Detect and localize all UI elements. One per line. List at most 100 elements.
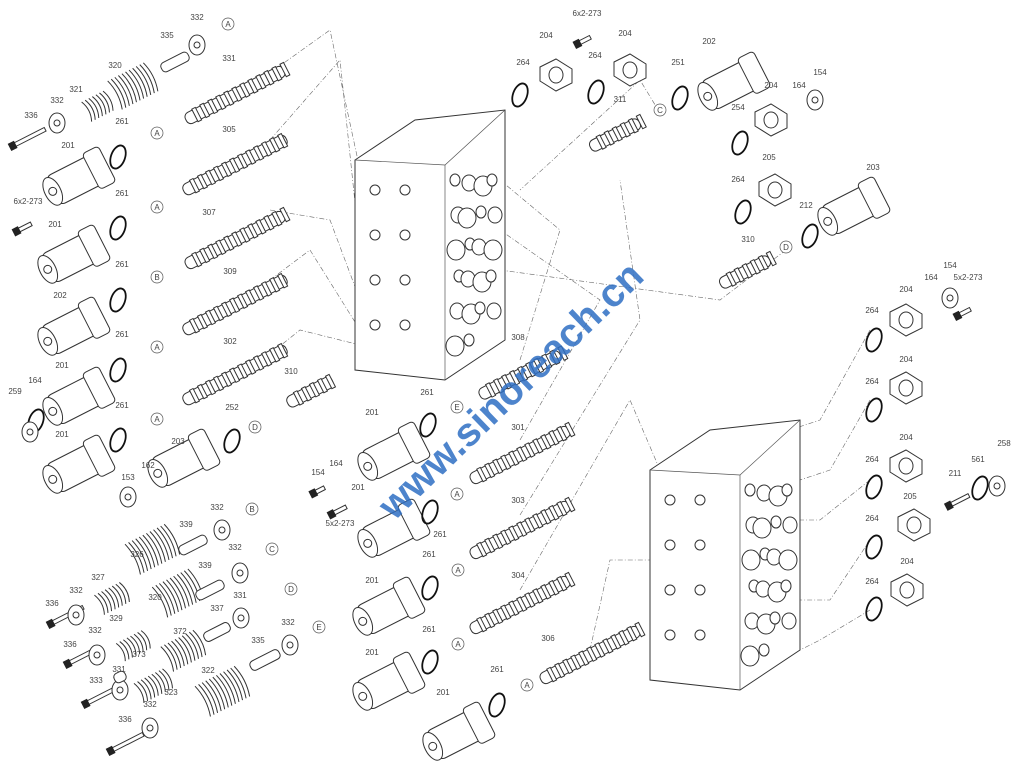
- part-number-label: 204: [899, 355, 913, 364]
- o-ring: [587, 79, 605, 105]
- body-bore: [363, 461, 373, 471]
- part-number-label: 264: [731, 175, 745, 184]
- spool-land: [508, 600, 520, 616]
- o-ring: [109, 357, 127, 383]
- spool-land: [279, 61, 291, 78]
- spool-land: [557, 345, 569, 362]
- port-hole: [741, 549, 761, 571]
- body-bore: [363, 538, 373, 548]
- spool: [539, 621, 646, 685]
- spool-land: [260, 351, 273, 367]
- spool-land: [188, 387, 201, 404]
- port-hole: [474, 301, 486, 315]
- bolt-head: [11, 226, 22, 237]
- spool-land: [277, 132, 289, 149]
- flange-cover: [889, 449, 923, 483]
- spool-land: [524, 592, 536, 608]
- reference-letter: A: [455, 640, 461, 649]
- part-number-label: 259: [8, 387, 22, 396]
- leader-line: [269, 59, 361, 251]
- o-ring: [731, 130, 749, 156]
- spool-land: [602, 638, 614, 654]
- leader-line: [499, 229, 601, 441]
- part-number-label: 336: [118, 715, 132, 724]
- seat-inner: [193, 41, 201, 49]
- spring-coil: [94, 582, 130, 615]
- spring-seat: [232, 607, 250, 629]
- reference-circle: [150, 340, 164, 354]
- spool-land: [524, 442, 536, 458]
- reference-circle: [653, 103, 667, 117]
- seat-inner: [218, 526, 226, 534]
- solenoid-body: [42, 366, 116, 426]
- spring-seat: [88, 644, 106, 666]
- bolt-head: [326, 509, 337, 520]
- port-hole: [664, 539, 676, 551]
- spool-land: [492, 378, 505, 394]
- spool-land: [500, 604, 512, 621]
- seat-inner: [946, 294, 954, 302]
- part-number-label: 164: [924, 273, 938, 282]
- spool-land: [626, 625, 638, 642]
- bolt-head: [105, 745, 116, 757]
- part-number-label: 201: [55, 361, 69, 370]
- leader-lines: [259, 29, 871, 651]
- part-number-label: 304: [511, 571, 525, 580]
- solenoid-body: [42, 146, 116, 206]
- part-number-label: 261: [422, 625, 436, 634]
- bolt: [308, 485, 327, 499]
- spool-land: [611, 126, 623, 142]
- part-number-label: 261: [422, 550, 436, 559]
- spool-land: [540, 434, 552, 450]
- part-number-label: 204: [764, 81, 778, 90]
- parts: [7, 34, 1006, 761]
- flange-cover: [897, 508, 931, 542]
- part-number-label: 337: [210, 604, 224, 613]
- cap-body: [147, 428, 221, 488]
- solenoid-body: [42, 434, 116, 494]
- flange-boss: [899, 581, 915, 599]
- solenoid-body: [357, 498, 431, 558]
- spool-land: [564, 421, 576, 438]
- part-number-label: 6x2-273: [14, 197, 43, 206]
- spool-land: [476, 466, 488, 483]
- part-number-label: 201: [55, 430, 69, 439]
- part-number-label: 339: [198, 561, 212, 570]
- port-hole: [664, 584, 676, 596]
- port-hole: [399, 229, 411, 241]
- part-number-label: 264: [865, 377, 879, 386]
- spool-land: [207, 243, 219, 260]
- o-ring: [971, 475, 989, 501]
- spool-land: [215, 239, 227, 256]
- part-number-label: 204: [618, 29, 632, 38]
- spring: [160, 629, 207, 672]
- part-number-label: 261: [115, 260, 129, 269]
- bolt: [7, 126, 47, 152]
- spool-land: [595, 134, 607, 150]
- part-number-label: 264: [516, 58, 530, 67]
- leader-line: [269, 249, 361, 331]
- part-number-label: 332: [210, 503, 224, 512]
- cap-body: [697, 51, 771, 111]
- spool-land: [308, 381, 321, 398]
- spool-land: [271, 210, 283, 227]
- sleeve-body: [160, 51, 190, 73]
- solenoid-body: [37, 296, 111, 356]
- valve-block-upper: [354, 109, 506, 381]
- part-number-label: 261: [115, 189, 129, 198]
- port-hole: [664, 494, 676, 506]
- o-ring: [865, 534, 883, 560]
- spool-land: [199, 102, 211, 119]
- spool-land: [741, 263, 753, 279]
- body-bore: [358, 616, 368, 626]
- spring-seat: [141, 717, 159, 739]
- spool-land: [500, 529, 512, 546]
- spool-land: [516, 596, 528, 612]
- sleeve: [203, 622, 231, 642]
- part-number-label: 264: [865, 577, 879, 586]
- part-number-label: 261: [420, 388, 434, 397]
- reference-letter: E: [316, 623, 321, 632]
- bolt: [11, 221, 33, 237]
